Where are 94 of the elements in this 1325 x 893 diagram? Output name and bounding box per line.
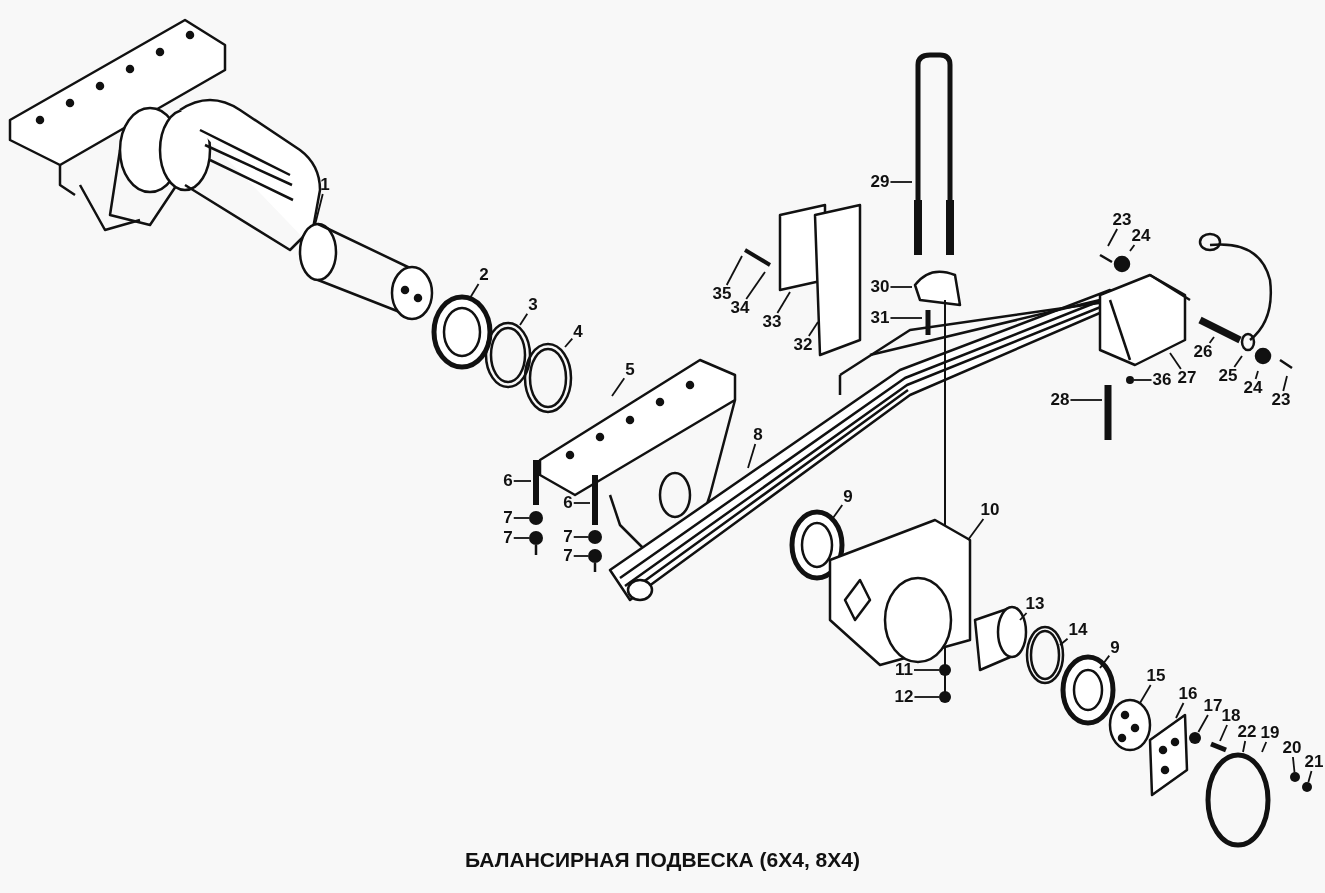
callout-number: 4 [572,323,584,341]
callout-number: 9 [842,488,854,506]
callout-number: 33 [761,313,783,331]
leader-line [889,286,913,288]
leader-line [1175,702,1185,719]
callout-number: 24 [1130,227,1152,245]
callout-number: 20 [1281,739,1303,757]
leader-line [611,377,626,397]
callout-number: 16 [1177,685,1199,703]
leader-line [512,480,532,482]
callout-number: 36 [1151,371,1173,389]
callout-number: 23 [1270,391,1292,409]
leader-line [1059,637,1069,646]
leader-line [1069,399,1103,401]
leader-line [889,181,913,183]
leader-line [1099,654,1111,669]
callout-number: 7 [562,528,574,546]
leader-line [1169,352,1182,370]
leader-line [776,291,791,314]
leader-line [1242,740,1247,753]
nut-part [529,531,543,545]
nut-part [1189,732,1201,744]
nut-part [1302,782,1312,792]
callout-number: 31 [869,309,891,327]
leader-line [1133,379,1153,381]
callout-number: 6 [502,472,514,490]
callout-number: 27 [1176,369,1198,387]
nut-part [588,530,602,544]
callout-number: 13 [1024,595,1046,613]
callout-number: 11 [894,661,914,679]
callout-number: 7 [562,547,574,565]
leader-line [1307,770,1313,783]
leader-line [1208,336,1215,344]
leader-line [745,271,766,300]
leader-line [747,443,757,469]
leader-line [564,337,574,348]
callout-number: 26 [1192,343,1214,361]
leader-line [1254,370,1259,380]
leader-line [1233,355,1243,368]
leader-line [913,696,940,698]
leader-line [572,536,589,538]
callout-number: 7 [502,509,514,527]
nut-part [529,511,543,525]
callout-number: 12 [893,688,915,706]
callout-number: 14 [1067,621,1089,639]
callout-number: 10 [979,501,1001,519]
leader-line [1107,228,1119,247]
leader-line [832,504,844,519]
callout-number: 3 [527,296,539,314]
leader-line [1139,684,1152,704]
callout-number: 5 [624,361,636,379]
callout-number: 23 [1111,211,1133,229]
callout-number: 22 [1236,723,1258,741]
leader-line [967,518,985,541]
nut-part [939,691,951,703]
callout-number: 32 [792,336,814,354]
nut-part [1290,772,1300,782]
leader-line [807,321,819,337]
callout-number: 2 [478,266,490,284]
leader-line [1197,714,1209,733]
callout-number: 8 [752,426,764,444]
leader-line [314,193,324,226]
leader-line [572,555,589,557]
callout-number: 9 [1109,639,1121,657]
leader-line [469,283,480,299]
callout-number: 30 [869,278,891,296]
nut-part [939,664,951,676]
leader-line [1261,741,1268,753]
callout-number: 24 [1242,379,1264,397]
nut-part [588,549,602,563]
callout-number: 1 [319,176,331,194]
callout-number: 7 [502,529,514,547]
leader-line [512,517,530,519]
leader-line [725,255,743,286]
leader-line [1219,724,1228,742]
leader-line [1292,756,1296,773]
leader-line [512,537,530,539]
callout-number: 6 [562,494,574,512]
diagram-title: БАЛАНСИРНАЯ ПОДВЕСКА (6X4, 8X4) [465,848,860,872]
leader-line [572,502,591,504]
leader-line [1129,244,1136,252]
leader-line [889,317,923,319]
leader-line [913,669,940,671]
leader-line [1019,612,1028,621]
callout-number: 29 [869,173,891,191]
callout-number: 25 [1217,367,1239,385]
callout-number: 15 [1145,667,1167,685]
leader-line [1282,375,1288,392]
leader-line [519,312,529,326]
nut-part [1126,376,1134,384]
callout-number: 18 [1220,707,1242,725]
callout-number: 19 [1259,724,1281,742]
callout-number: 28 [1049,391,1071,409]
callout-number: 21 [1303,753,1325,771]
